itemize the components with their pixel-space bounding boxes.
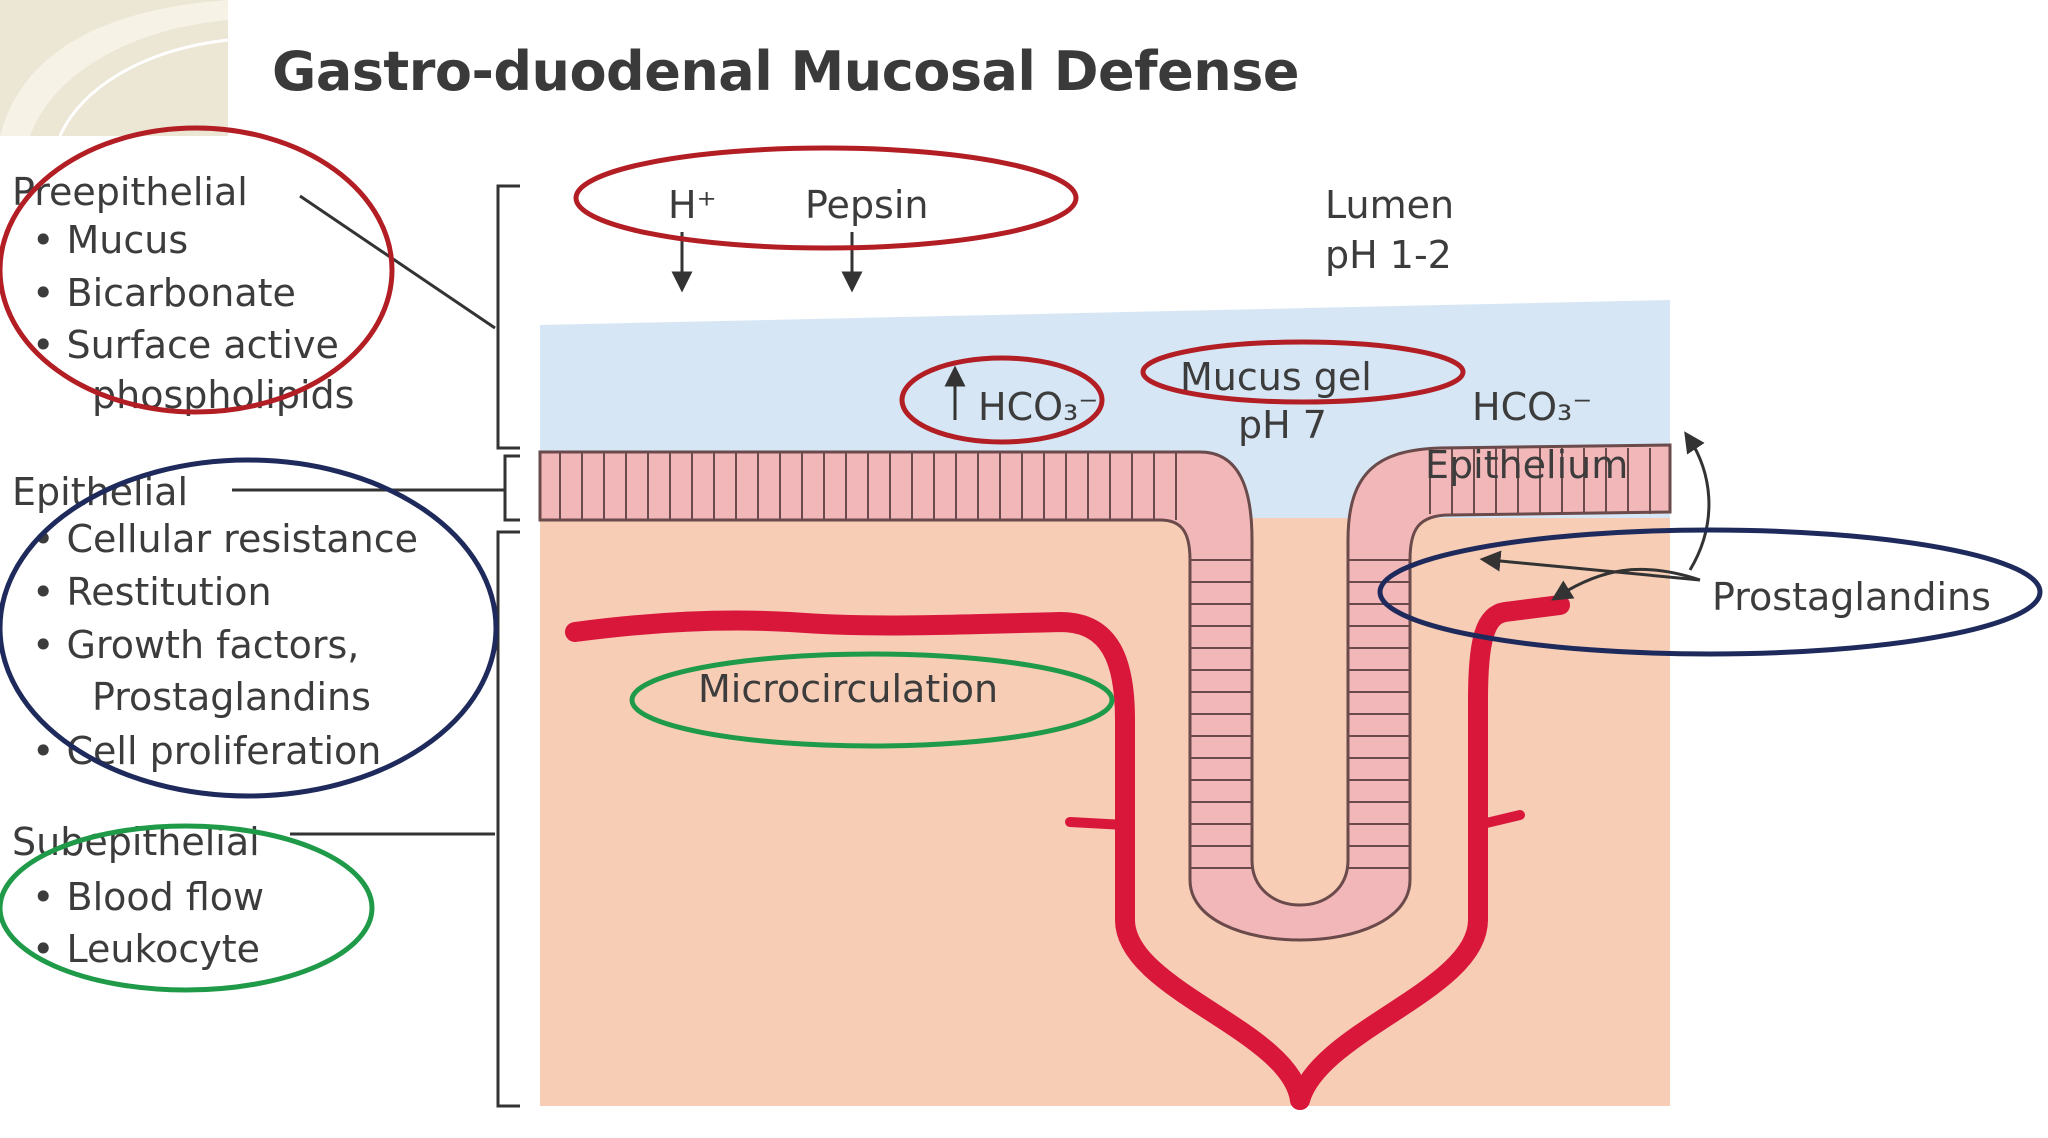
hco3-right-label: HCO₃⁻: [1472, 385, 1592, 429]
mucus-gel-highlight: [1140, 339, 1466, 405]
epithelium-label: Epithelium: [1425, 443, 1628, 487]
prostaglandins-label: Prostaglandins: [1712, 575, 1991, 619]
prostaglandins-highlight: [1377, 527, 2043, 657]
mucus-ph-label: pH 7: [1238, 403, 1327, 447]
subepithelial-highlight: [0, 823, 375, 993]
subepithelial-item: • Blood flow: [32, 875, 264, 919]
acid-pepsin-highlight: [573, 145, 1079, 251]
epithelial-item: • Restitution: [32, 570, 272, 614]
hco3-left-label: HCO₃⁻: [978, 385, 1098, 429]
section-brackets: [232, 184, 520, 1108]
epithelial-item: • Cellular resistance: [32, 517, 418, 561]
preepithelial-item: • Mucus: [32, 218, 188, 262]
lumen-ph-label: pH 1-2: [1325, 233, 1452, 277]
microcirculation-label: Microcirculation: [698, 667, 998, 711]
microcirculation-highlight: [629, 651, 1115, 749]
highlight-circles: [0, 125, 2043, 993]
slide-title: Gastro-duodenal Mucosal Defense: [272, 40, 1299, 103]
blood-vessels: [565, 595, 1570, 1110]
hco3-highlight: [899, 355, 1105, 445]
epithelial-highlight: [0, 457, 499, 799]
epithelial-item: Prostaglandins: [92, 675, 371, 719]
lumen-label: Lumen: [1325, 183, 1454, 227]
subepithelial-tissue: [540, 510, 1670, 1106]
diagram-arrows: [671, 232, 1711, 601]
pepsin-label: Pepsin: [805, 183, 929, 227]
epithelium-layer: [538, 443, 1672, 942]
epithelial-item: • Cell proliferation: [32, 729, 381, 773]
preepithelial-item: • Bicarbonate: [32, 271, 296, 315]
subepithelial-item: • Leukocyte: [32, 927, 260, 971]
epithelial-item: • Growth factors,: [32, 623, 359, 667]
corner-decoration: [0, 0, 228, 136]
preepithelial-highlight: [0, 125, 395, 415]
h-plus-label: H⁺: [668, 183, 717, 227]
mucus-gel-label: Mucus gel: [1180, 355, 1372, 399]
preepithelial-item: • Surface active: [32, 323, 339, 367]
